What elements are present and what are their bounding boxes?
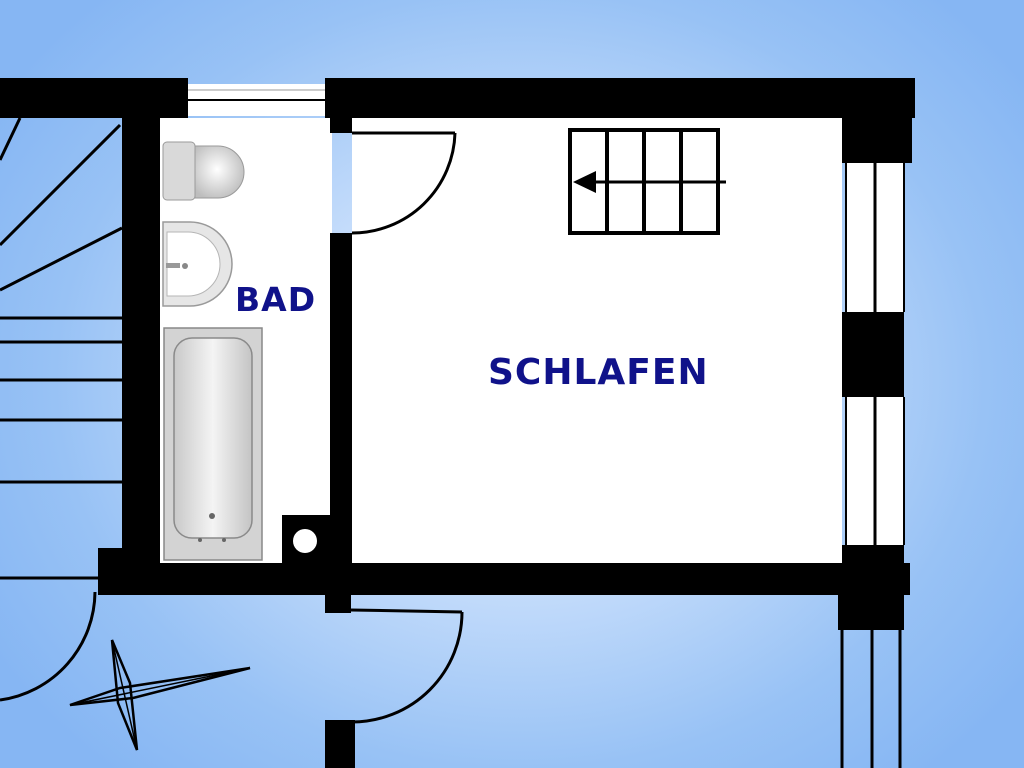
exterior-stair-lines xyxy=(0,117,123,580)
bedroom-window-lower xyxy=(845,397,905,545)
room-label-schlafen: SCHLAFEN xyxy=(488,352,709,393)
bedroom-floor xyxy=(352,118,842,565)
shaft-circle xyxy=(293,529,317,553)
bathtub-icon xyxy=(163,327,263,561)
exterior-window-bottom-right xyxy=(840,630,902,768)
room-label-bad: BAD xyxy=(235,280,317,319)
bathroom-window xyxy=(188,84,325,116)
staircase-icon xyxy=(568,128,726,235)
bedroom-window-upper xyxy=(845,163,905,312)
bedroom-door xyxy=(351,131,457,235)
sink-icon xyxy=(162,221,233,307)
walls xyxy=(0,78,915,768)
compass-icon xyxy=(69,639,251,751)
toilet-icon xyxy=(162,141,245,201)
lower-doors xyxy=(0,591,464,724)
